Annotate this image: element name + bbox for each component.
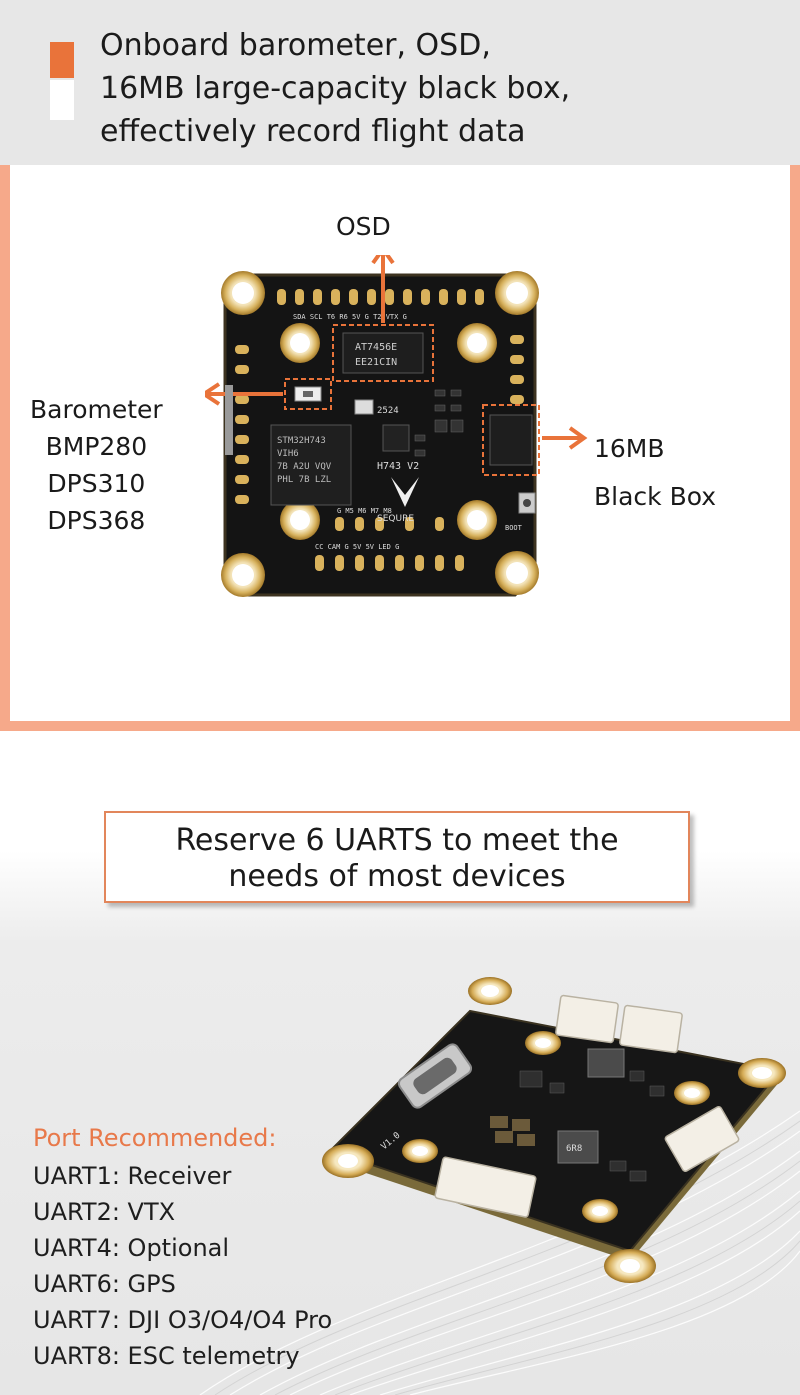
inductor-bottom <box>557 1130 599 1164</box>
white-marker-block <box>50 80 74 120</box>
baro-chip-text: 2524 <box>377 406 399 416</box>
jst-connectors <box>434 994 740 1218</box>
osd-chip-text-1: AT7456E <box>355 342 397 353</box>
gyro-chip <box>354 399 374 415</box>
headline-line-2: 16MB large-capacity black box, <box>100 71 571 106</box>
barometer-chip-port <box>303 391 313 397</box>
top-banner: Onboard barometer, OSD, 16MB large-capac… <box>0 0 800 165</box>
headline-line-3: effectively record flight data <box>100 114 526 149</box>
usb-c-port-inner <box>413 1057 457 1095</box>
orange-marker-block <box>50 42 74 78</box>
port-list: UART1: Receiver UART2: VTX UART4: Option… <box>33 1158 332 1374</box>
blackbox-label: 16MB Black Box <box>594 425 716 521</box>
brand-text: SEQURE <box>377 514 414 524</box>
flight-controller-board-3d: 6R8 V1.0 <box>322 977 786 1283</box>
top-pad-labels: SDA SCL T6 R6 5V G T2 VTX G <box>293 313 407 321</box>
mcu-chip-text-1: STM32H743 <box>277 436 326 446</box>
barometer-arrow-icon <box>205 382 221 406</box>
blackbox-line-1: 16MB <box>594 434 665 463</box>
osd-chip <box>342 332 424 374</box>
port-item-uart2: UART2: VTX <box>33 1198 176 1226</box>
mcu-chip-text-2: VIH6 <box>277 449 299 459</box>
mcu-chip-text-3: 7B A2U VQV <box>277 462 332 472</box>
usb-connector <box>225 385 233 455</box>
motor-pad-labels: G M5 M6 M7 M8 <box>337 507 392 515</box>
inductor-top <box>587 1048 625 1078</box>
barometer-line-4: DPS368 <box>47 506 146 535</box>
corner-mounts <box>221 271 539 597</box>
port-item-uart4: UART4: Optional <box>33 1234 230 1262</box>
model-text: H743 V2 <box>377 461 419 472</box>
mcu-chip-text-4: PHL 7B LZL <box>277 475 331 485</box>
barometer-highlight-box <box>284 378 332 410</box>
right-pads <box>510 335 524 404</box>
osd-label: OSD <box>336 212 391 241</box>
port-item-uart6: UART6: GPS <box>33 1270 176 1298</box>
blackbox-chip <box>489 414 533 466</box>
small-smd-parts <box>519 1070 665 1182</box>
blackbox-arrow-icon <box>568 426 588 450</box>
boot-button-center <box>523 499 531 507</box>
barometer-label: Barometer BMP280 DPS310 DPS368 <box>30 391 163 539</box>
uart-title-box: Reserve 6 UARTS to meet the needs of mos… <box>104 811 690 903</box>
sensor-chip <box>382 424 410 452</box>
swirl-background <box>199 1110 800 1395</box>
board-3d-inner-holes <box>402 1031 710 1223</box>
uart-section: Reserve 6 UARTS to meet the needs of mos… <box>0 731 800 1395</box>
osd-highlight-box <box>332 324 434 382</box>
osd-arrow-icon <box>371 255 395 265</box>
port-item-uart7: UART7: DJI O3/O4/O4 Pro <box>33 1306 333 1334</box>
port-item-uart8: UART8: ESC telemetry <box>33 1342 300 1370</box>
inner-mount-holes <box>280 323 497 540</box>
bottom-pad-labels: CC CAM G 5V 5V LED G <box>315 543 399 551</box>
headline: Onboard barometer, OSD, 16MB large-capac… <box>100 24 780 153</box>
barometer-line-1: Barometer <box>30 395 163 424</box>
small-components <box>414 389 464 457</box>
port-item-uart1: UART1: Receiver <box>33 1162 232 1190</box>
blackbox-arrow <box>542 426 588 450</box>
feature-panel-inner: OSD Barometer BMP280 DPS310 DPS368 16MB … <box>10 165 790 721</box>
board-3d-corner-mounts <box>322 977 786 1283</box>
feature-panel: OSD Barometer BMP280 DPS310 DPS368 16MB … <box>0 165 800 731</box>
blackbox-highlight-box <box>482 404 540 476</box>
bottom-pads <box>315 517 464 571</box>
capacitors <box>490 1116 535 1146</box>
barometer-line-3: DPS310 <box>47 469 146 498</box>
boot-text: BOOT <box>505 524 523 532</box>
mcu-chip <box>270 424 352 506</box>
headline-line-1: Onboard barometer, OSD, <box>100 28 491 63</box>
uart-title-line-1: Reserve 6 UARTS to meet the <box>175 823 619 858</box>
left-pads <box>235 345 249 504</box>
osd-chip-text-2: EE21CIN <box>355 357 397 368</box>
brand-logo-icon <box>391 477 419 507</box>
blackbox-line-2: Black Box <box>594 482 717 511</box>
flight-controller-board-top: SDA SCL T6 R6 5V G T2 VTX G CC CAM G 5V … <box>205 255 540 597</box>
port-recommended-heading: Port Recommended: <box>33 1124 277 1152</box>
inductor-label: 6R8 <box>566 1144 582 1154</box>
barometer-line-2: BMP280 <box>45 432 148 461</box>
top-pads <box>277 289 484 305</box>
uart-title-line-2: needs of most devices <box>228 859 566 894</box>
